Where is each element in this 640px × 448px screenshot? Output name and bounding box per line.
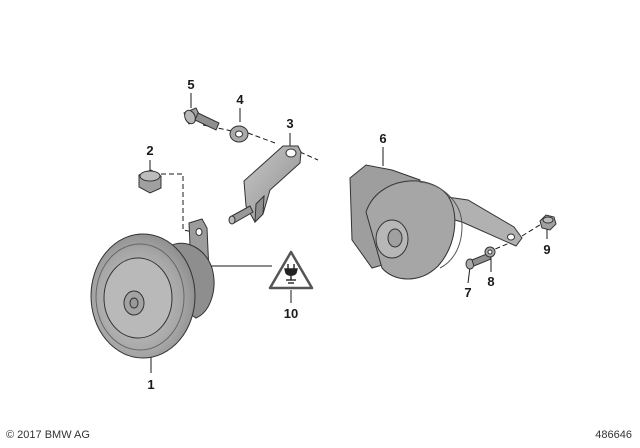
callout-6: 6 xyxy=(379,131,386,146)
ground-icon xyxy=(284,264,298,284)
copyright-text: © 2017 BMW AG xyxy=(6,429,90,441)
leader-lines xyxy=(149,93,548,373)
callout-5: 5 xyxy=(187,77,194,92)
bolt-part xyxy=(183,107,220,131)
callout-9: 9 xyxy=(543,242,550,257)
bracket-part xyxy=(228,145,302,225)
horn-part-6 xyxy=(349,164,523,280)
nut-part xyxy=(138,169,162,194)
callout-1: 1 xyxy=(147,377,154,392)
callout-7: 7 xyxy=(464,285,471,300)
screw-part-7 xyxy=(465,252,492,270)
callout-2: 2 xyxy=(146,143,153,158)
ground-symbol xyxy=(268,250,314,290)
washer-part xyxy=(229,125,249,143)
callout-4: 4 xyxy=(236,92,244,107)
assembly-dashes xyxy=(161,124,544,253)
washer-part-8 xyxy=(484,246,496,258)
callout-3: 3 xyxy=(286,116,293,131)
leader-7 xyxy=(467,266,471,284)
callout-8: 8 xyxy=(487,274,494,289)
horn-part-1 xyxy=(90,218,215,359)
nut-part-9 xyxy=(539,214,557,231)
callout-10: 10 xyxy=(284,306,298,321)
diagram-number: 486646 xyxy=(595,429,632,441)
